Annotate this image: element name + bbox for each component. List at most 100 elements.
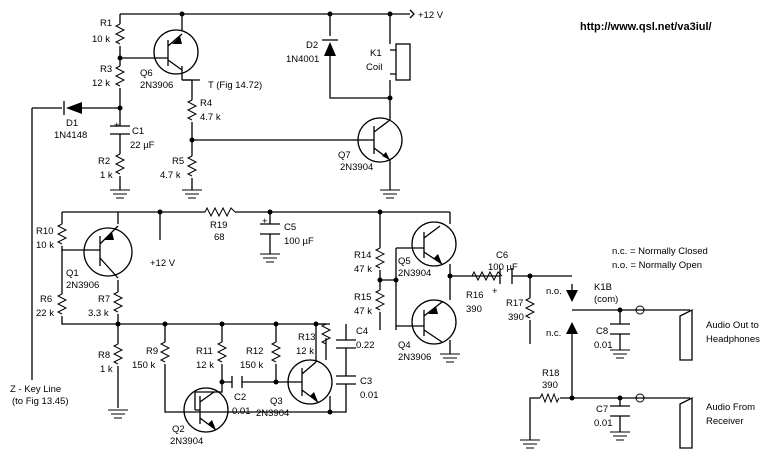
r1-ref: R1 [100,18,112,29]
r15-ref: R15 [354,292,371,303]
c3-val: 0.01 [360,390,379,401]
c1-val: 22 µF [130,140,155,151]
audio-out-label-2: Headphones [706,334,760,345]
k1-label: Coil [366,62,382,73]
r6-val: 22 k [36,308,54,319]
r5-ref: R5 [172,156,184,167]
r9-val: 150 k [132,360,155,371]
k1-ref: K1 [370,48,382,59]
d2-part: 1N4001 [286,54,319,65]
q2-part: 2N3904 [170,436,203,447]
q4-part: 2N3906 [398,352,431,363]
c8-ref: C8 [596,326,608,337]
junction-dots [115,11,623,415]
r14-ref: R14 [354,250,371,261]
r9-ref: R9 [146,346,158,357]
q7-part: 2N3904 [340,162,373,173]
c5-val: 100 µF [284,236,314,247]
q5-ref: Q5 [398,256,411,267]
q6-ref: Q6 [140,68,153,79]
q6-body [153,29,199,75]
c7-ref: C7 [596,404,608,415]
r18-val: 390 [542,380,558,391]
c4-val: 0.22 [356,340,375,351]
r5-val: 4.7 k [160,170,181,181]
q3-part: 2N3904 [256,408,289,419]
r15-val: 47 k [354,306,372,317]
c5-ref: C5 [284,222,296,233]
q3-ref: Q3 [270,396,283,407]
z-key-line-ref: (to Fig 13.45) [12,396,69,407]
r11-ref: R11 [196,346,213,357]
ground-symbols [108,189,630,449]
r11-val: 12 k [196,360,214,371]
r8-ref: R8 [98,350,110,361]
r8-val: 1 k [100,364,113,375]
c6-plus: + [492,286,498,297]
c7-val: 0.01 [594,418,613,429]
r12-val: 150 k [240,360,263,371]
vcc-mid-label: +12 V [150,258,176,269]
r17-ref: R17 [506,298,523,309]
q4-body [411,299,457,345]
r6-ref: R6 [40,294,52,305]
k1b-no: n.o. [546,286,562,297]
r17-val: 390 [508,312,524,323]
q7-ref: Q7 [338,150,351,161]
diode-symbols [63,39,338,115]
k1b-com: (com) [594,294,618,305]
r4-ref: R4 [200,98,212,109]
r13-val: 12 k [296,346,314,357]
vcc-top-label: +12 V [418,10,444,21]
k1b-nc: n.c. [546,328,561,339]
q5-body [411,221,457,267]
c5-plus: + [262,216,268,227]
c4-ref: C4 [356,326,368,337]
r3-ref: R3 [100,64,112,75]
source-url: http://www.qsl.net/va3iul/ [580,21,712,33]
note-normally-closed: n.c. = Normally Closed [612,246,708,257]
r10-ref: R10 [36,226,53,237]
r10-val: 10 k [36,240,54,251]
c2-ref: C2 [234,392,246,403]
r13-ref: R13 [298,332,315,343]
c1-ref: C1 [132,126,144,137]
q6-part: 2N3906 [140,80,173,91]
q1-ref: Q1 [66,268,79,279]
r4-val: 4.7 k [200,112,221,123]
r12-ref: R12 [246,346,263,357]
wiring [31,9,690,440]
q2-body [183,387,229,433]
q1-body [83,227,133,277]
r7-val: 3.3 k [88,308,109,319]
d1-part: 1N4148 [54,130,87,141]
r16-val: 390 [466,304,482,315]
q5-part: 2N3904 [398,268,431,279]
r7-ref: R7 [98,294,110,305]
t-connection-label: T (Fig 14.72) [208,80,262,91]
q4-ref: Q4 [398,340,411,351]
audio-out-label-1: Audio Out to [706,320,759,331]
q3-body [287,359,333,405]
r19-val: 68 [214,232,225,243]
q1-part: 2N3906 [66,280,99,291]
r2-val: 1 k [100,170,113,181]
r2-ref: R2 [98,156,110,167]
z-key-line-label: Z - Key Line [10,384,61,395]
d1-ref: D1 [66,118,78,129]
resistor-symbols [56,23,560,404]
capacitor-symbols [110,125,630,417]
r18-ref: R18 [542,368,559,379]
r1-val: 10 k [92,34,110,45]
audio-in-label-1: Audio From [706,402,755,413]
relay-k1 [390,43,693,449]
c8-val: 0.01 [594,340,613,351]
note-normally-open: n.o. = Normally Open [612,260,702,271]
q7-body [357,117,403,163]
r3-val: 12 k [92,78,110,89]
c1-plus: + [114,120,120,131]
r14-val: 47 k [354,264,372,275]
q2-ref: Q2 [172,424,185,435]
r19-ref: R19 [210,220,227,231]
